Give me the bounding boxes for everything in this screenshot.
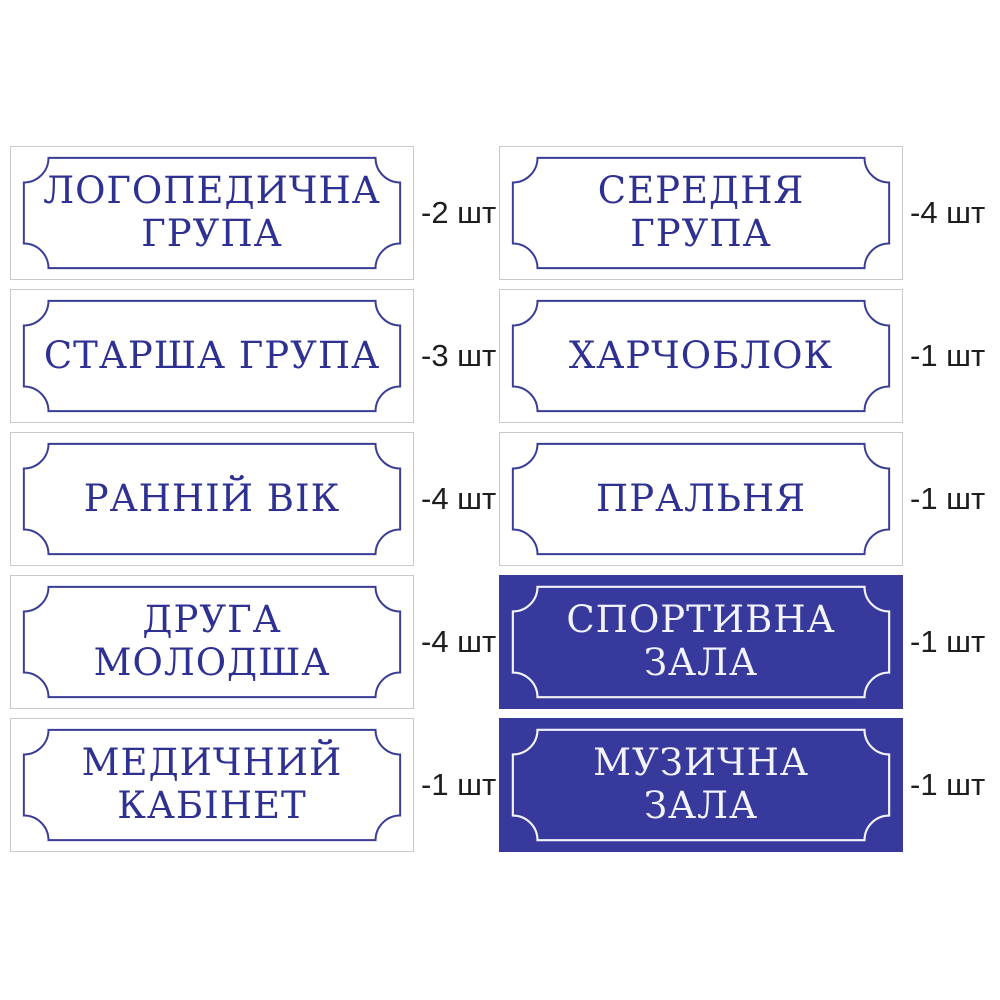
door-sign-plaque-serednya-grupa: СЕРЕДНЯ ГРУПА — [499, 146, 903, 280]
sign-title: ХАРЧОБЛОК — [547, 333, 855, 378]
sign-title-line2: ЗАЛА — [644, 641, 758, 684]
quantity-label: -4 шт — [421, 624, 497, 659]
door-sign-plaque-medychnyy-kabinet: МЕДИЧНИЙ КАБІНЕТ — [10, 718, 414, 852]
quantity-label: -1 шт — [910, 481, 986, 516]
sign-title: СТАРША ГРУПА — [22, 333, 402, 378]
quantity-label: -4 шт — [421, 481, 497, 516]
door-sign-plaque-logopedychna-grupa: ЛОГОПЕДИЧНА ГРУПА — [10, 146, 414, 280]
sign-title: МЕДИЧНИЙ КАБІНЕТ — [60, 741, 365, 828]
sign-item: ДРУГА МОЛОДША -4 шт — [10, 575, 499, 709]
sign-title-line1: ПРАЛЬНЯ — [595, 476, 807, 520]
quantity-label: -4 шт — [910, 195, 986, 230]
sign-title: ДРУГА МОЛОДША — [72, 598, 353, 685]
quantity-label: -3 шт — [421, 338, 497, 373]
quantity-label: -1 шт — [421, 767, 497, 802]
sign-title: РАННІЙ ВІК — [62, 476, 363, 521]
sign-item: ЛОГОПЕДИЧНА ГРУПА -2 шт — [10, 146, 499, 280]
sign-title-line1: ДРУГА — [142, 598, 282, 642]
door-sign-plaque-pralnya: ПРАЛЬНЯ — [499, 432, 903, 566]
sign-item: МЕДИЧНИЙ КАБІНЕТ -1 шт — [10, 718, 499, 852]
sign-item: ХАРЧОБЛОК -1 шт — [499, 289, 988, 423]
sign-item: РАННІЙ ВІК -4 шт — [10, 432, 499, 566]
sign-collage: ЛОГОПЕДИЧНА ГРУПА -2 шт СЕРЕДНЯ ГРУПА -4… — [10, 146, 988, 852]
sign-title-line2: ЗАЛА — [644, 784, 758, 827]
quantity-label: -1 шт — [910, 624, 986, 659]
door-sign-plaque-kharchoblok: ХАРЧОБЛОК — [499, 289, 903, 423]
door-sign-plaque-muzychna-zala: МУЗИЧНА ЗАЛА — [499, 718, 903, 852]
sign-title-line2: ГРУПА — [141, 212, 283, 255]
sign-item: СПОРТИВНА ЗАЛА -1 шт — [499, 575, 988, 709]
sign-item: СЕРЕДНЯ ГРУПА -4 шт — [499, 146, 988, 280]
sign-item: СТАРША ГРУПА -3 шт — [10, 289, 499, 423]
sign-title-line1: ХАРЧОБЛОК — [568, 333, 834, 377]
sign-title-line1: СТАРША ГРУПА — [43, 333, 381, 377]
door-sign-plaque-starsha-grupa: СТАРША ГРУПА — [10, 289, 414, 423]
sign-title-line1: СЕРЕДНЯ ГРУПА — [597, 169, 805, 255]
sign-title-line1: МУЗИЧНА — [593, 741, 809, 785]
sign-title-line1: РАННІЙ ВІК — [83, 476, 341, 520]
door-sign-plaque-druga-molodsha: ДРУГА МОЛОДША — [10, 575, 414, 709]
quantity-label: -1 шт — [910, 338, 986, 373]
sign-title-line1: ЛОГОПЕДИЧНА — [43, 169, 381, 213]
sign-title-line1: СПОРТИВНА — [566, 598, 836, 642]
sign-title: СПОРТИВНА ЗАЛА — [544, 598, 857, 685]
sign-title: МУЗИЧНА ЗАЛА — [571, 741, 831, 828]
sign-item: МУЗИЧНА ЗАЛА -1 шт — [499, 718, 988, 852]
quantity-label: -1 шт — [910, 767, 986, 802]
sign-title: ПРАЛЬНЯ — [574, 476, 828, 521]
sign-title: СЕРЕДНЯ ГРУПА — [500, 169, 902, 256]
quantity-label: -2 шт — [421, 195, 497, 230]
sign-title-line1: МЕДИЧНИЙ — [81, 741, 343, 785]
door-sign-plaque-sportyvna-zala: СПОРТИВНА ЗАЛА — [499, 575, 903, 709]
sign-title-line2: КАБІНЕТ — [117, 784, 307, 827]
sign-title: ЛОГОПЕДИЧНА ГРУПА — [21, 169, 403, 256]
door-sign-plaque-ranniy-vik: РАННІЙ ВІК — [10, 432, 414, 566]
sign-item: ПРАЛЬНЯ -1 шт — [499, 432, 988, 566]
sign-title-line2: МОЛОДША — [93, 641, 331, 684]
